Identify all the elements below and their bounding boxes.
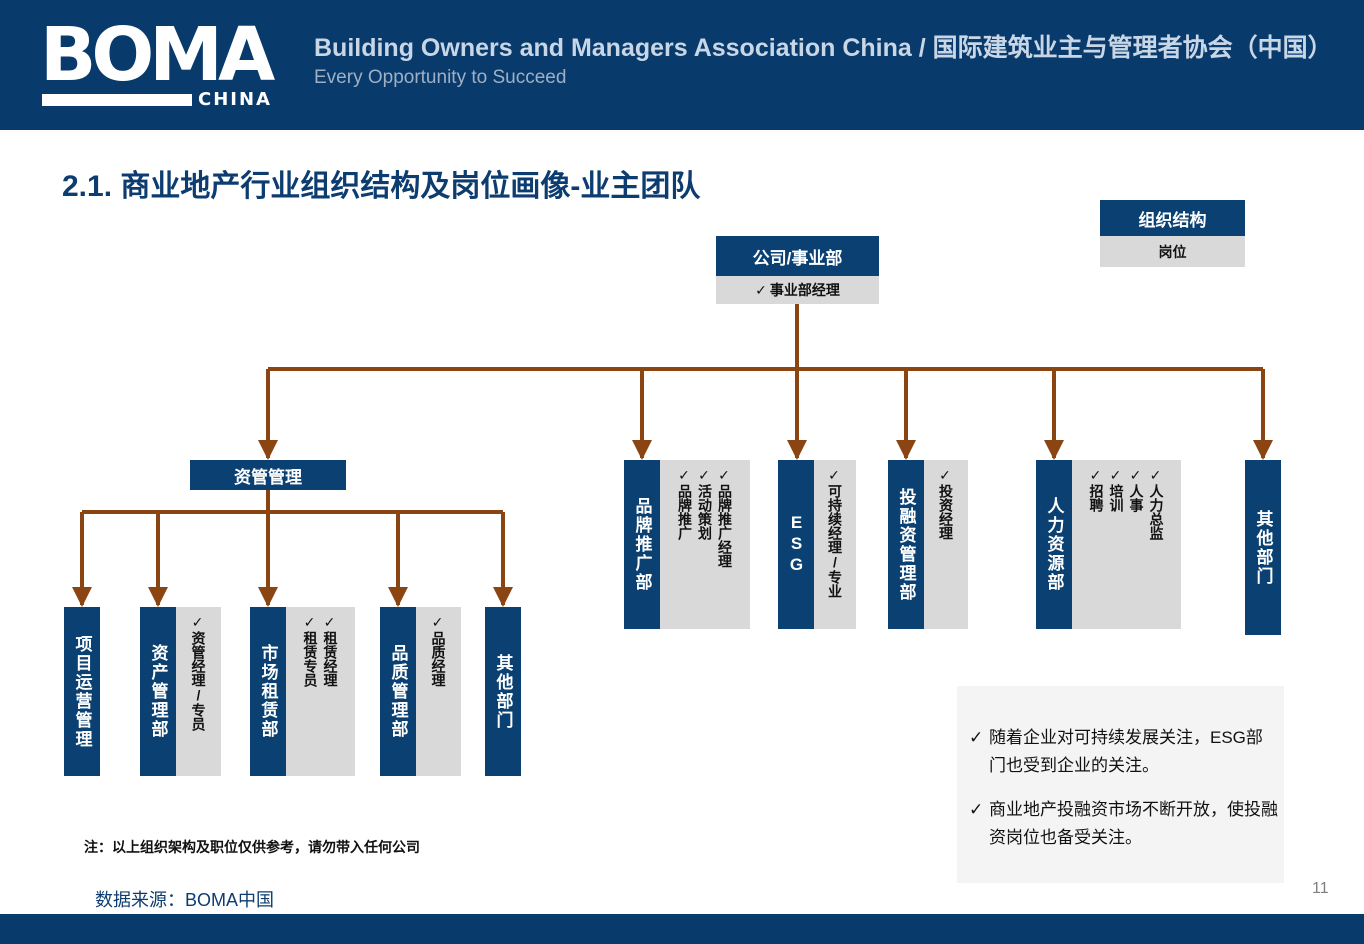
position-label: ✓资管经理/专员 [190,615,207,731]
check-icon: ✓ [677,468,693,484]
check-icon: ✓ [1148,468,1165,484]
check-icon: ✓ [1128,468,1145,484]
dept-label: 资产管理部 [148,644,168,739]
dept-label: 市场租赁部 [258,644,278,739]
header-banner [0,0,1364,130]
data-source: 数据来源：BOMA中国 [95,890,275,910]
dept-label: 品质管理部 [388,644,408,739]
association-name: Building Owners and Managers Association… [314,34,1333,62]
dept-market-leasing: 市场租赁部 [250,607,286,776]
position-label: ✓投资经理 [938,468,954,540]
logo-underline [42,94,192,106]
footnote: 注：以上组织架构及职位仅供参考，请勿带入任何公司 [84,839,420,855]
check-icon: ✓ [717,468,733,484]
dept-investment-financing: 投融资管理部 [888,460,924,629]
note-text: 商业地产投融资市场不断开放，使投融资岗位也备受关注。 [989,800,1278,847]
dept-project-operations: 项目运营管理 [64,607,100,776]
dept-brand-promotion: 品牌推广部 [624,460,660,629]
dept-label: 人力资源部 [1044,497,1064,592]
positions-investment-financing: ✓投资经理 [924,460,968,629]
root-positions: ✓ 事业部经理 [716,276,879,304]
positions-human-resources: ✓人力总监 ✓人事 ✓培训 ✓招聘 [1072,460,1181,629]
position-label: ✓招聘 [1088,468,1105,512]
dept-label: 投融资管理部 [896,487,916,602]
legend-position: 岗位 [1100,236,1245,267]
dept-label: 其他部门 [493,653,513,730]
positions-quality-management: ✓品质经理 [416,607,461,776]
check-icon: ✓ [755,281,767,298]
dept-quality-management: 品质管理部 [380,607,416,776]
check-icon: ✓ [697,468,713,484]
root-box: 公司/事业部 [716,236,879,276]
check-icon: ✓ [430,615,447,631]
check-icon: ✓ [190,615,207,631]
position-label: ✓人力总监 [1148,468,1165,540]
positions-asset-management: ✓资管经理/专员 [176,607,221,776]
note-item: ✓ 随着企业对可持续发展关注，ESG部门也受到企业的关注。 [969,724,1279,780]
boma-logo: BOMA [40,12,275,98]
note-text: 随着企业对可持续发展关注，ESG部门也受到企业的关注。 [989,728,1263,775]
position-label: ✓品牌推广经理 [717,468,733,568]
dept-label: 项目运营管理 [72,634,92,749]
position-label: 事业部经理 [769,282,840,298]
check-icon: ✓ [1088,468,1105,484]
positions-brand-promotion: ✓品牌推广经理 ✓活动策划 ✓品牌推广 [660,460,750,629]
position-label: ✓活动策划 [697,468,713,540]
dept-label: 其他部门 [1253,509,1273,586]
notes-panel: ✓ 随着企业对可持续发展关注，ESG部门也受到企业的关注。 ✓ 商业地产投融资市… [957,686,1284,883]
dept-other-bottom: 其他部门 [485,607,521,776]
tagline: Every Opportunity to Succeed [314,67,567,88]
check-icon: ✓ [938,468,954,484]
dept-label: 品牌推广部 [632,497,652,592]
positions-esg: ✓可持续经理/专业 [814,460,856,629]
dept-human-resources: 人力资源部 [1036,460,1072,629]
position-label: ✓租赁专员 [302,615,319,687]
logo-subtitle: CHINA [198,89,272,110]
dept-esg: ESG [778,460,814,629]
position-label: ✓品质经理 [430,615,447,687]
check-icon: ✓ [969,728,984,747]
slide-title: 2.1. 商业地产行业组织结构及岗位画像-业主团队 [62,170,701,203]
positions-market-leasing: ✓租赁经理 ✓租赁专员 [286,607,355,776]
position-label: ✓人事 [1128,468,1145,512]
check-icon: ✓ [1108,468,1125,484]
note-item: ✓ 商业地产投融资市场不断开放，使投融资岗位也备受关注。 [969,796,1279,852]
check-icon: ✓ [302,615,319,631]
footer-bar [0,914,1364,944]
check-icon: ✓ [827,468,843,484]
position-label: ✓品牌推广 [677,468,693,540]
check-icon: ✓ [322,615,339,631]
legend-org-structure: 组织结构 [1100,200,1245,236]
dept-other-top: 其他部门 [1245,460,1281,635]
position-label: ✓培训 [1108,468,1125,512]
page-number: 11 [1312,880,1329,897]
position-label: ✓可持续经理/专业 [827,468,843,598]
asset-management-box: 资管管理 [190,460,346,490]
check-icon: ✓ [969,800,984,819]
dept-asset-management: 资产管理部 [140,607,176,776]
position-label: ✓租赁经理 [322,615,339,687]
dept-label: ESG [787,513,806,576]
